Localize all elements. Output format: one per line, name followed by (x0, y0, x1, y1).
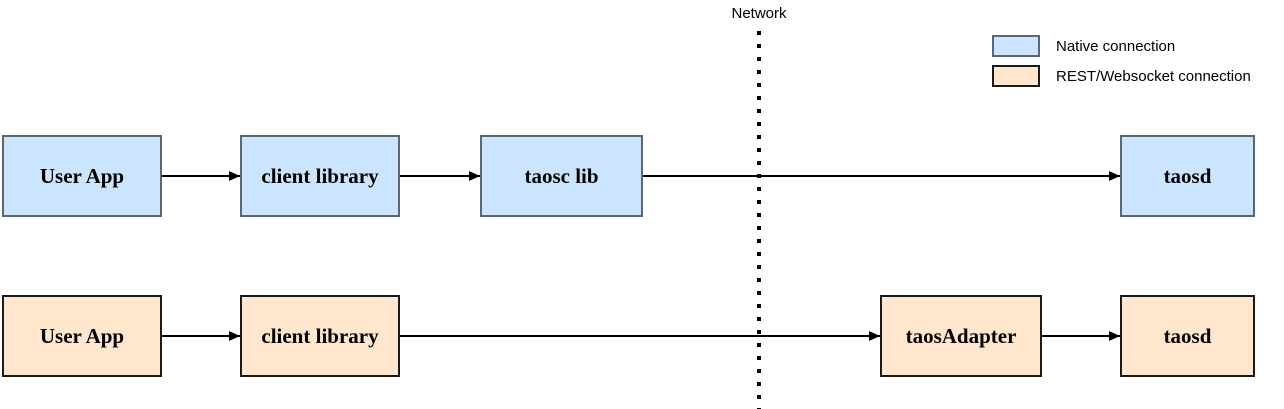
legend-swatch-rest (992, 65, 1040, 87)
node-client-library-native: client library (240, 135, 400, 217)
node-taosc-lib: taosc lib (480, 135, 643, 217)
arrow-taosclib-to-taosd (643, 171, 1120, 181)
arrow-clientlibrary-to-taosclib (400, 171, 480, 181)
legend-label-native: Native connection (1056, 38, 1176, 55)
node-taosadapter: taosAdapter (880, 295, 1042, 377)
node-client-library-rest: client library (240, 295, 400, 377)
arrow-taosadapter-to-taosd (1042, 331, 1120, 341)
network-label: Network (731, 5, 787, 22)
arrow-clientlibrary-to-taosadapter (400, 331, 880, 341)
node-user-app-rest: User App (2, 295, 162, 377)
node-taosd-native: taosd (1120, 135, 1255, 217)
node-taosd-rest: taosd (1120, 295, 1255, 377)
arrow-userapp-to-clientlibrary-rest (162, 331, 240, 341)
legend-swatch-native (992, 35, 1040, 57)
arrow-userapp-to-clientlibrary-native (162, 171, 240, 181)
legend-label-rest: REST/Websocket connection (1056, 68, 1251, 85)
node-user-app-native: User App (2, 135, 162, 217)
network-boundary-dotted-line (757, 31, 761, 409)
